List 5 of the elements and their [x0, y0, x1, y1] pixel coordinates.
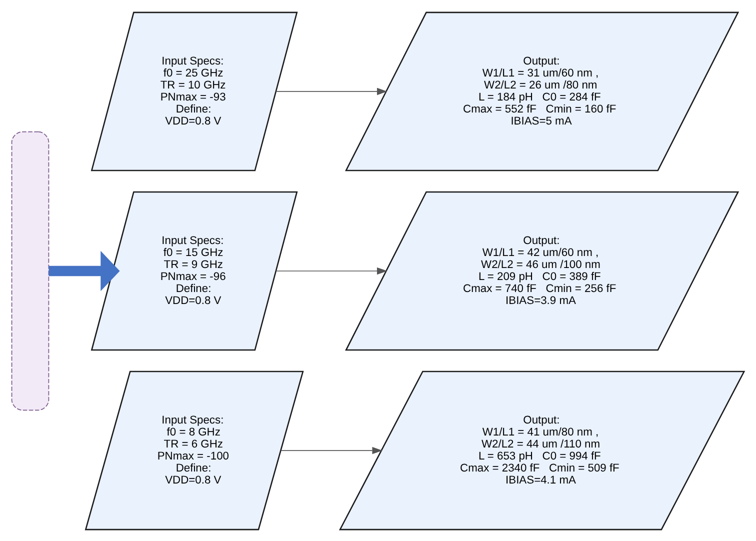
arrow — [276, 266, 388, 274]
arrow — [276, 87, 388, 95]
arrow — [48, 250, 120, 291]
arrow — [280, 446, 383, 454]
node-box — [11, 130, 50, 410]
